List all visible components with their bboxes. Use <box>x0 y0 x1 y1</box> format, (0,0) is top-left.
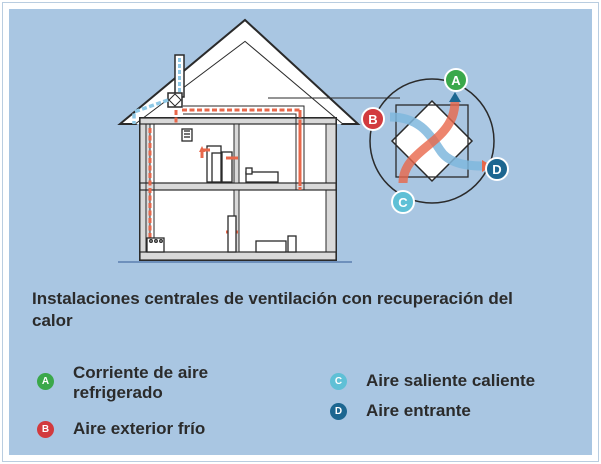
legend-badge-a: A <box>37 373 54 390</box>
floor-slab-ground <box>139 251 337 261</box>
legend-badge-d: D <box>330 403 347 420</box>
attic-unit <box>167 92 183 108</box>
ground-floor-furniture <box>146 215 297 253</box>
floor-slab-upper <box>139 182 337 191</box>
ceiling-slab <box>139 117 337 125</box>
legend-label-d: Aire entrante <box>366 401 471 420</box>
upper-floor-furniture <box>181 128 279 183</box>
figure-caption: Instalaciones centrales de ventilación c… <box>32 289 513 330</box>
zoom-circle <box>369 78 495 204</box>
outdoor-air-flow <box>389 112 483 171</box>
badge-d-diagram: D <box>485 157 509 181</box>
cabinet <box>221 151 233 183</box>
exhaust-air-flow <box>398 99 460 184</box>
legend-badge-b: B <box>37 421 54 438</box>
svg-text:B: B <box>368 112 377 127</box>
duct-casings <box>145 105 305 252</box>
legend-label-b: Aire exterior frío <box>73 419 206 438</box>
svg-text:C: C <box>398 195 408 210</box>
warm-ducts <box>148 108 302 250</box>
house <box>117 18 361 261</box>
door <box>227 215 237 253</box>
legend-label-c: Aire saliente caliente <box>366 371 536 390</box>
chair <box>287 235 297 253</box>
svg-text:D: D <box>492 162 501 177</box>
badge-b-diagram: B <box>361 107 385 131</box>
radiator-upper <box>181 128 193 142</box>
svg-text:A: A <box>451 73 461 88</box>
sofa <box>255 240 287 253</box>
bed <box>245 171 279 183</box>
badge-c-diagram: C <box>391 190 415 214</box>
heat-exchanger-detail <box>369 78 495 204</box>
legend-badge-c: C <box>330 373 347 390</box>
vent-stack <box>174 54 185 98</box>
badge-a-diagram: A <box>444 68 468 92</box>
legend-label-a: Corriente de aire refrigerado <box>73 363 209 402</box>
cold-ducts <box>132 98 169 124</box>
